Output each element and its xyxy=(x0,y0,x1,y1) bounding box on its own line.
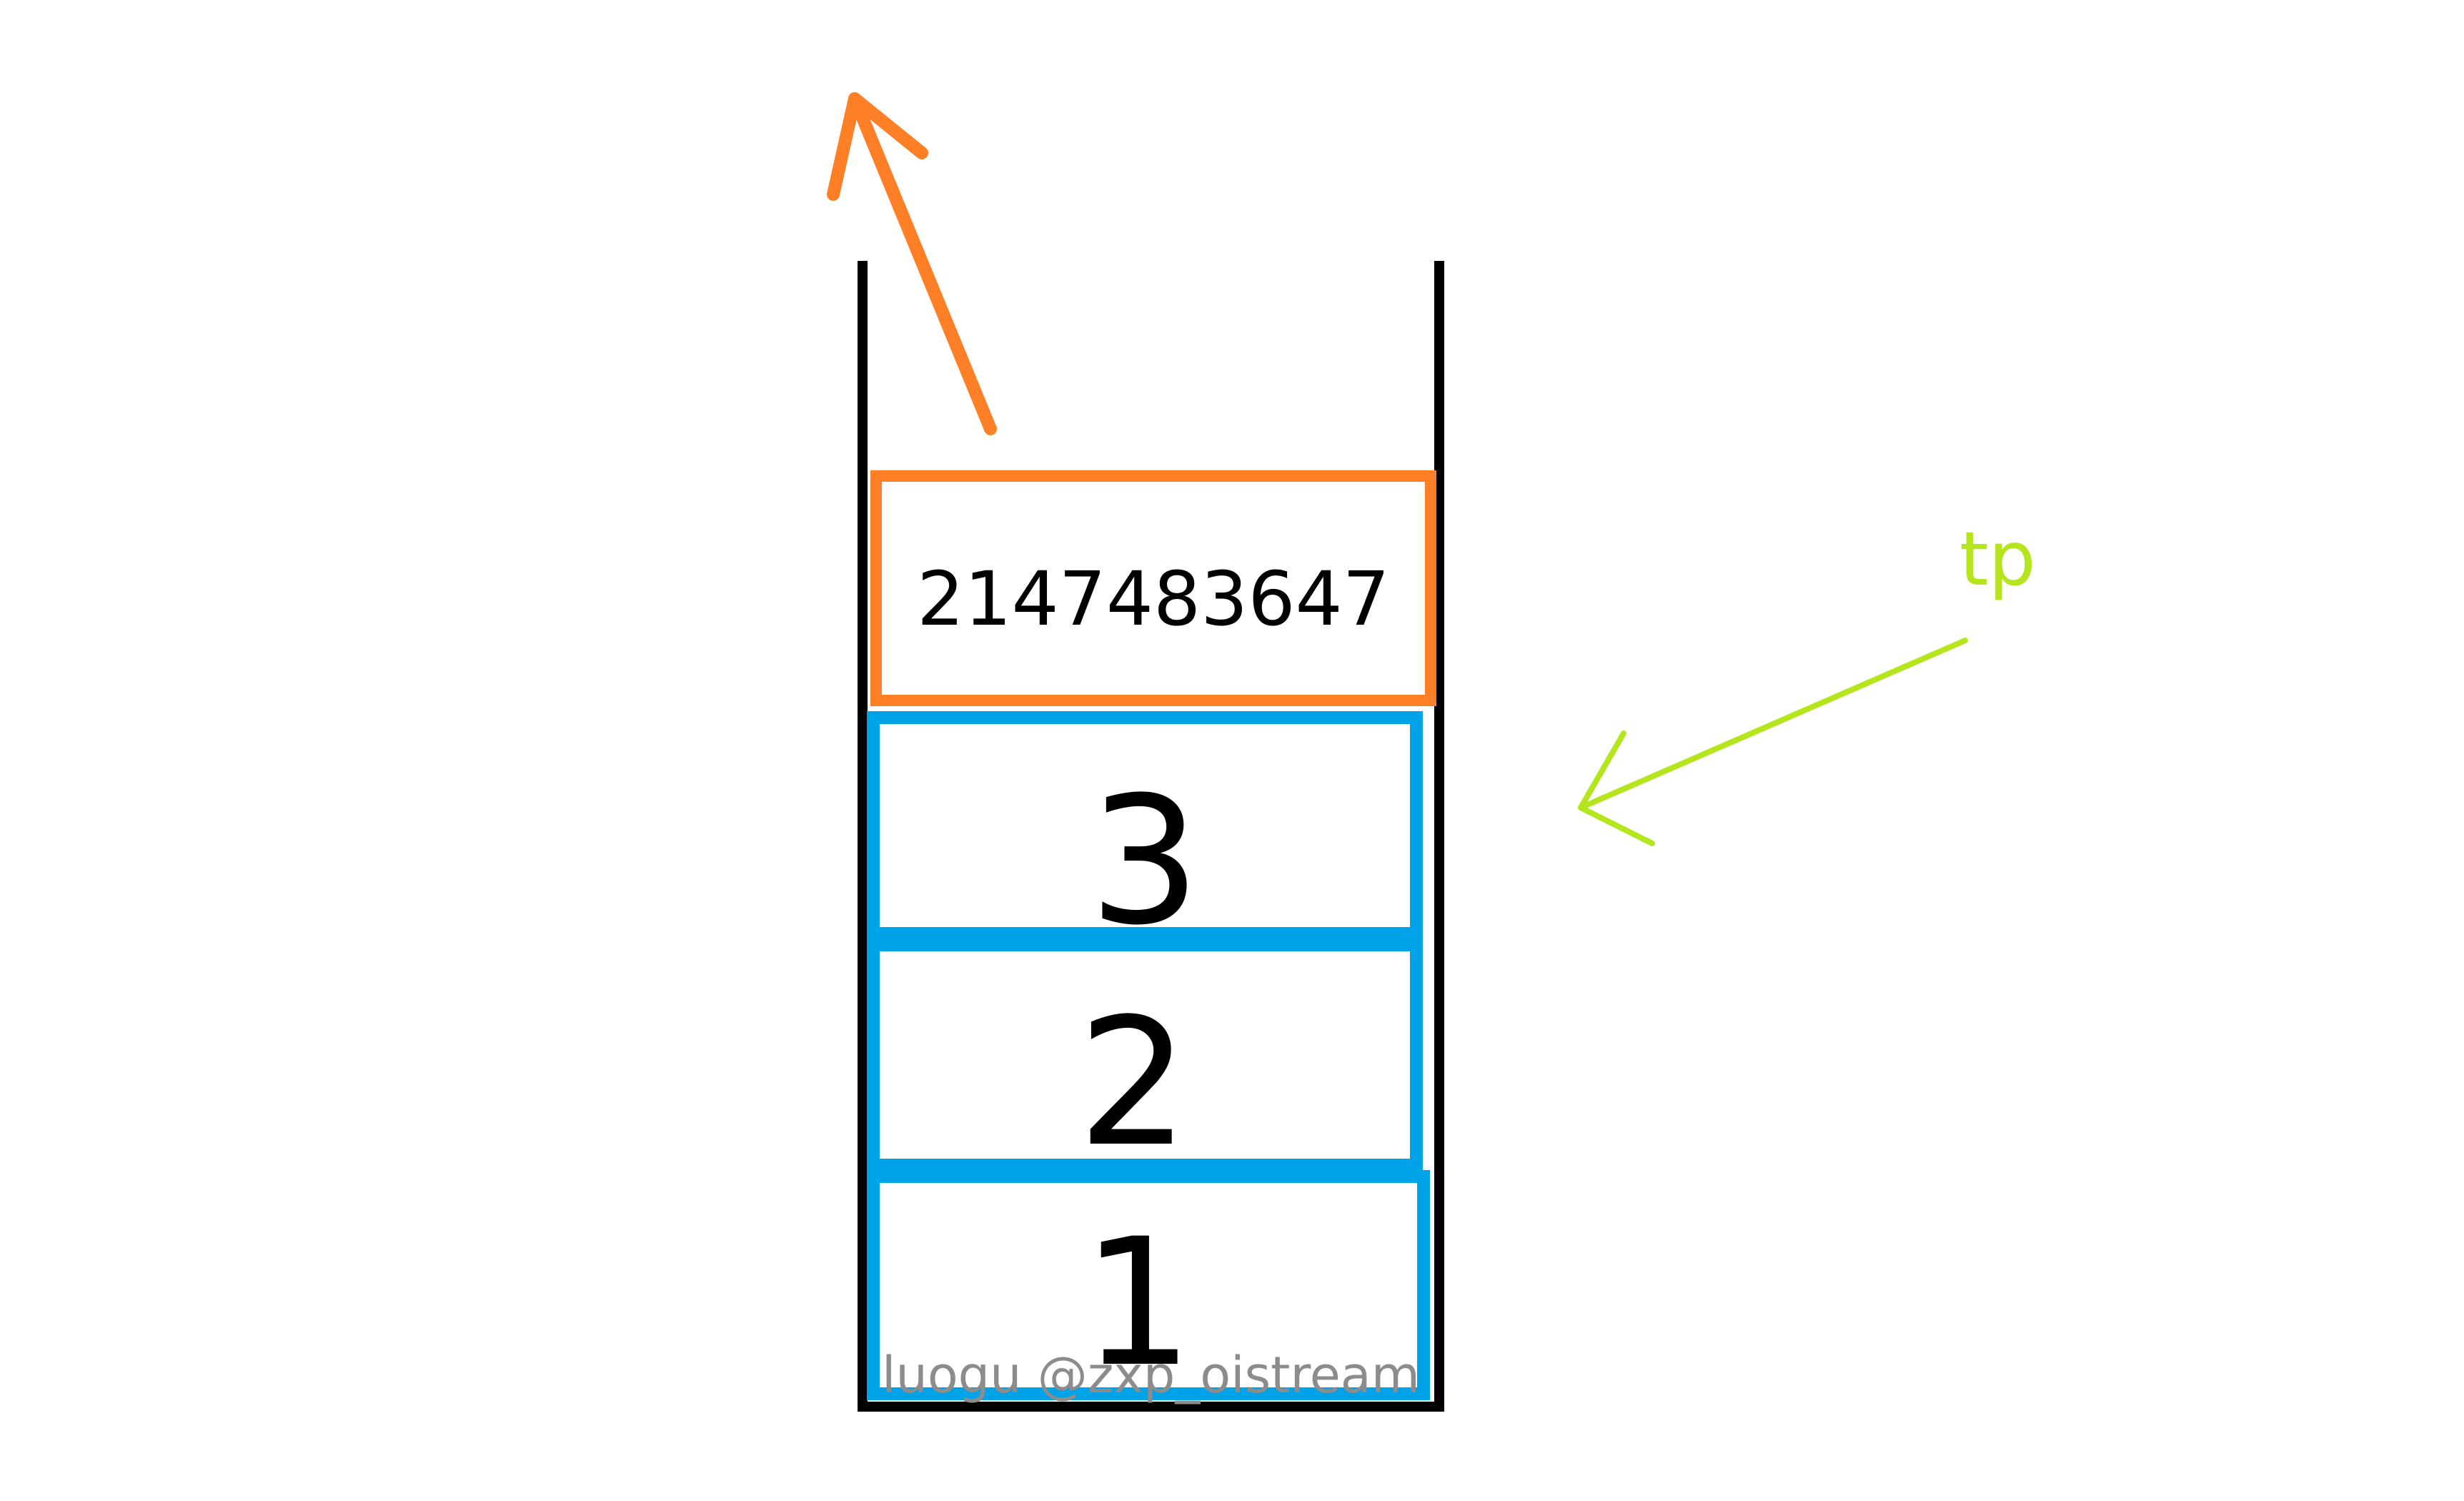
cell-border xyxy=(867,1170,1430,1400)
cell-value: 2 xyxy=(1078,981,1190,1186)
top-cell-value: 2147483647 xyxy=(917,555,1390,643)
stack-cell: 1 xyxy=(867,1170,1430,1406)
stack-container xyxy=(858,261,1444,1412)
cell-border xyxy=(867,711,1423,940)
stack-cell: 2 xyxy=(867,938,1423,1186)
cell-border xyxy=(867,938,1423,1171)
top-cell-border xyxy=(870,470,1436,706)
pointer-label: tp xyxy=(1959,515,2036,603)
cell-value: 1 xyxy=(1082,1202,1194,1406)
arrow-up-left-icon xyxy=(827,92,997,435)
stack-cell: 3 xyxy=(867,711,1423,964)
stack-top-cell: 2147483647 xyxy=(870,470,1436,706)
cell-value: 3 xyxy=(1089,760,1201,964)
arrow-left-icon xyxy=(1578,638,1968,846)
watermark: luogu @zxp_oistream xyxy=(882,1346,1420,1405)
